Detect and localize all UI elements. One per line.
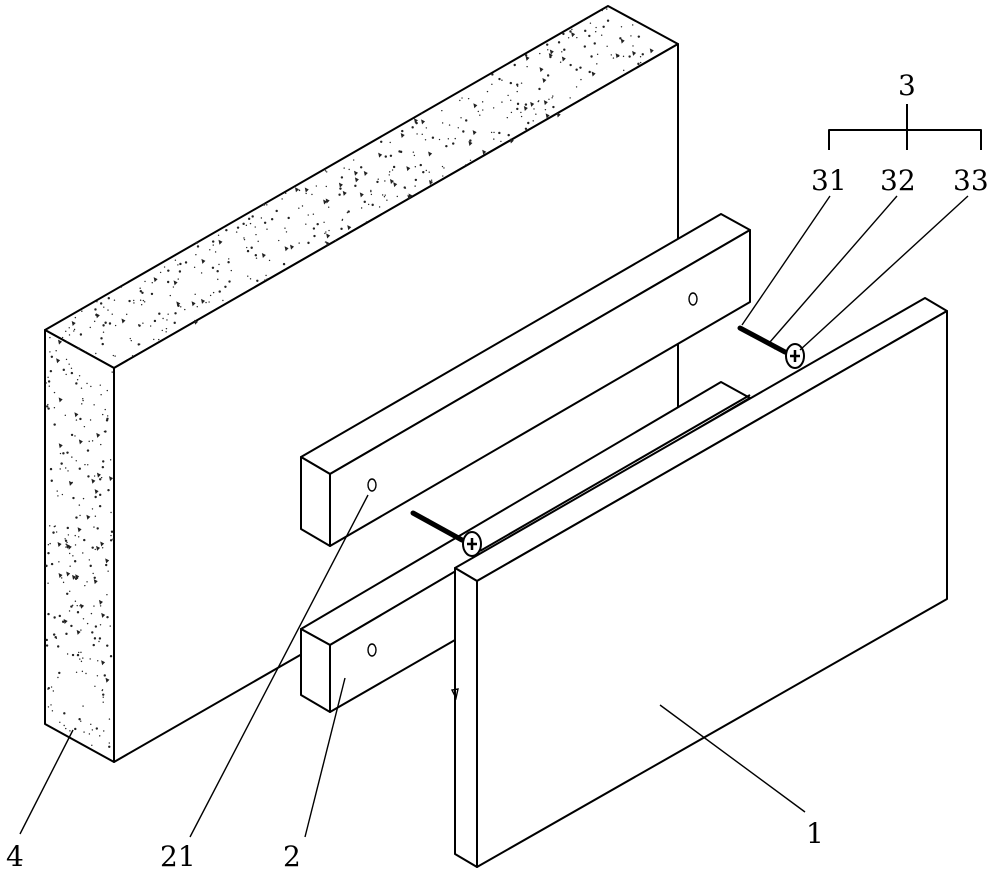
leader-33 bbox=[799, 195, 969, 351]
foam-texture bbox=[45, 8, 654, 749]
label-33: 33 bbox=[953, 164, 989, 197]
label-3: 3 bbox=[898, 69, 916, 102]
upper-batten-end bbox=[300, 456, 331, 547]
upper-batten-part-2 bbox=[300, 213, 751, 547]
screw-upper-thread bbox=[745, 329, 784, 354]
cross-head-icon bbox=[467, 538, 477, 550]
screw-lower-part-3 bbox=[410, 510, 482, 557]
leader-1 bbox=[659, 704, 806, 813]
screw-upper-part-3 bbox=[737, 325, 805, 369]
upper-batten-hole-right bbox=[688, 292, 698, 306]
leader-32 bbox=[769, 195, 898, 343]
label-32: 32 bbox=[880, 164, 916, 197]
foam-board-side-face bbox=[44, 329, 115, 763]
hidden-chip bbox=[450, 688, 459, 701]
label-2: 2 bbox=[283, 840, 301, 873]
lower-batten-hole bbox=[367, 643, 377, 657]
label-4: 4 bbox=[6, 840, 24, 873]
leader-2 bbox=[304, 677, 346, 838]
leader-21 bbox=[189, 494, 369, 838]
hole-21 bbox=[367, 478, 377, 492]
leader-4 bbox=[19, 729, 74, 835]
lower-batten-end bbox=[300, 628, 331, 713]
leader-31 bbox=[741, 195, 831, 326]
label-31: 31 bbox=[811, 164, 847, 197]
face-panel-side bbox=[454, 567, 478, 868]
joint-line bbox=[479, 394, 751, 552]
label-1: 1 bbox=[806, 817, 824, 850]
label-21: 21 bbox=[160, 840, 196, 873]
cross-head-icon bbox=[790, 350, 800, 362]
face-panel-part-1 bbox=[450, 297, 948, 868]
group-3-bracket bbox=[828, 104, 982, 150]
screw-lower-thread bbox=[419, 514, 458, 540]
